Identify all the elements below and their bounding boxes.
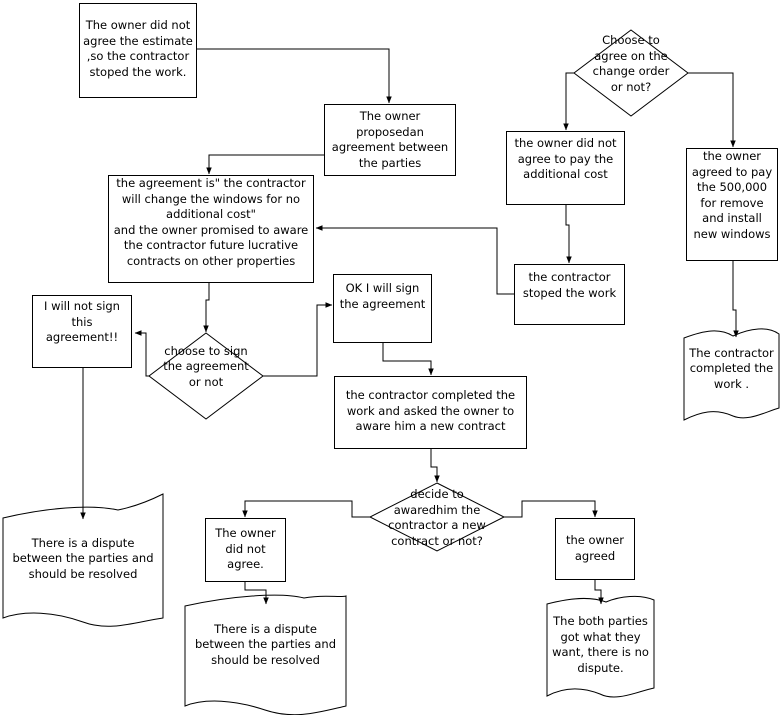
node-contractor-stoped-work: the contractor stoped the work [514,264,625,325]
node-owner-agreed: the owner agreed [555,518,635,580]
document-shape-both-parties [546,595,655,698]
document-label-dispute-mid: There is a dispute between the parties a… [194,621,337,667]
node-owner-did-not-agree-pay: the owner did not agree to pay the addit… [506,131,625,205]
node-ok-will-sign: OK I will sign the agreement [333,274,432,343]
node-owner-proposed-agreement: The owner proposedan agreement between t… [324,104,456,176]
node-contractor-completed-asked: the contractor completed the work and as… [334,376,527,449]
node-owner-did-not-agree-estimate: The owner did not agree the estimate ,so… [79,3,197,98]
decision-label-decide-award: decide to awaredhim the contractor a new… [388,487,486,548]
connector-lines [80,48,739,605]
decision-diamond-sign [148,332,264,420]
node-will-not-sign: I will not sign this agreement!! [32,295,132,368]
document-shape-dispute-mid [184,594,347,715]
decision-label-change-order: Choose to agree on the change order or n… [592,33,670,94]
decision-diamond-award [368,482,506,552]
decision-diamond-change-order [573,29,689,117]
node-agreement-terms: the agreement is" the contractor will ch… [108,175,314,283]
node-owner-did-not-agree: The owner did not agree. [205,518,286,582]
document-label-dispute-left: There is a dispute between the parties a… [12,535,154,581]
document-label-completed-right: The contractor completed the work . [689,345,774,391]
node-owner-agreed-to-pay: the owner agreed to pay the 500,000 for … [686,148,778,261]
document-shape-completed-right [683,328,780,421]
document-label-both-parties: The both parties got what they want, the… [552,614,649,675]
decision-label-choose-to-sign: choose to sign the agreement or not [163,343,249,389]
